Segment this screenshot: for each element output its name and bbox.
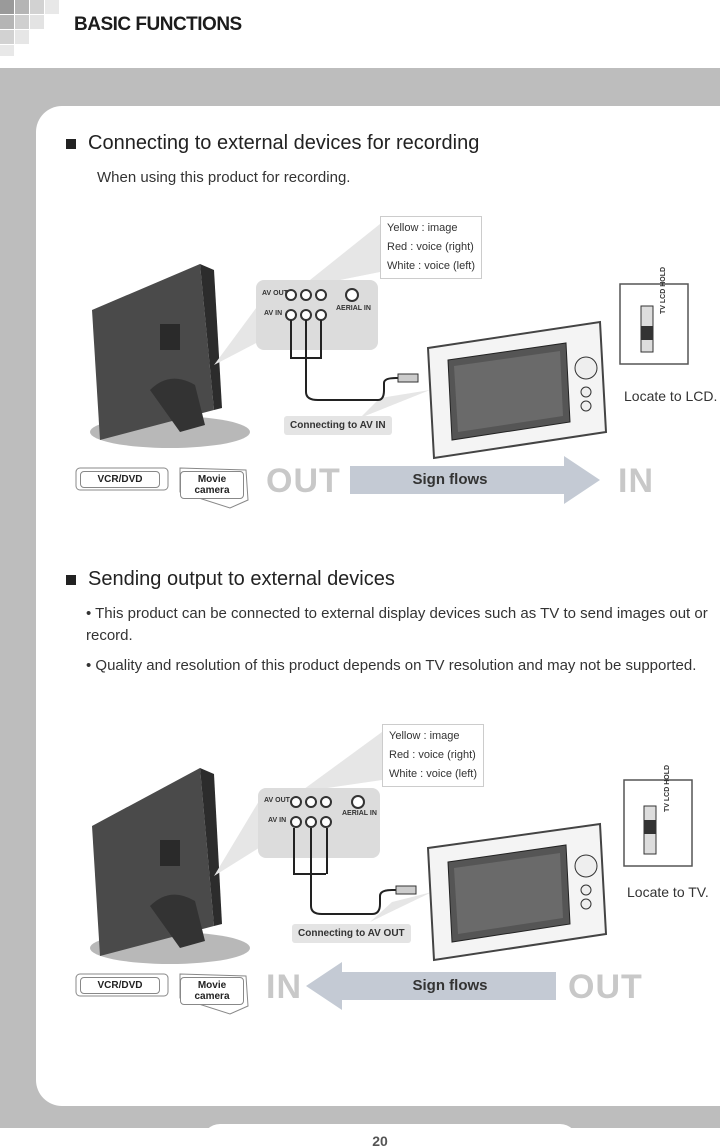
av-panel (258, 788, 380, 858)
av-out-label: AV OUT (264, 797, 290, 804)
av-in-label: AV IN (268, 817, 287, 824)
legend-white: White : voice (left) (387, 260, 476, 272)
vcr-dvd-tag: VCR/DVD (80, 977, 160, 994)
vcr-dvd-tag: VCR/DVD (80, 471, 160, 488)
corner-squares-decoration (0, 0, 59, 56)
movie-camera-tag: Movie camera (180, 471, 244, 499)
flow-arrow-left (306, 962, 556, 1010)
tv-stand-neck (150, 378, 205, 432)
flow-label: Sign flows (412, 977, 488, 994)
connect-label: Connecting to AV OUT (292, 924, 411, 943)
square-bullet-icon (66, 574, 76, 585)
legend-yellow: Yellow : image (389, 730, 460, 742)
flow-right-word: IN (618, 462, 654, 500)
section1-intro: When using this product for recording. (97, 169, 351, 186)
legend-red: Red : voice (right) (389, 749, 476, 761)
connect-label: Connecting to AV IN (284, 416, 392, 435)
page-header: BASIC FUNCTIONS (0, 0, 720, 68)
av-out-label: AV OUT (262, 290, 288, 297)
section2-bullet-1: • This product can be connected to exter… (86, 605, 708, 644)
switch-inset (623, 779, 693, 867)
header-title: BASIC FUNCTIONS (74, 14, 242, 35)
connection-diagram-2 (75, 732, 693, 1015)
flow-left-word: OUT (266, 462, 341, 500)
switch-inset (619, 283, 689, 365)
footer-tab (202, 1124, 578, 1148)
flow-right-word: OUT (568, 968, 643, 1006)
switch-label: TV LCD HOLD (664, 764, 671, 812)
section2-diagram: Yellow : image Red : voice (right) White… (0, 716, 720, 1026)
connection-diagram-1 (75, 224, 689, 509)
section1-diagram: Yellow : image Red : voice (right) White… (0, 200, 720, 530)
square-bullet-icon (66, 138, 76, 149)
movie-camera-tag: Movie camera (180, 977, 244, 1005)
section2-legend: Yellow : image Red : voice (right) White… (382, 724, 485, 787)
flow-arrow-right (350, 456, 600, 504)
section2-heading-text: Sending output to external devices (88, 568, 395, 590)
page-number: 20 (372, 1133, 388, 1148)
section1-heading-text: Connecting to external devices for recor… (88, 132, 480, 154)
flow-left-word: IN (266, 968, 302, 1006)
section2-heading: Sending output to external devices (66, 568, 395, 591)
switch-label: TV LCD HOLD (660, 266, 667, 314)
aerial-in-label: AERIAL IN (336, 305, 371, 312)
section2-bullet-2: • Quality and resolution of this product… (86, 657, 697, 674)
legend-yellow: Yellow : image (387, 222, 458, 234)
section1-legend: Yellow : image Red : voice (right) White… (380, 216, 483, 279)
section1-heading: Connecting to external devices for recor… (66, 132, 479, 155)
legend-red: Red : voice (right) (387, 241, 474, 253)
locate-text: Locate to LCD. (624, 388, 718, 404)
flow-label: Sign flows (412, 471, 488, 488)
av-in-label: AV IN (264, 310, 283, 317)
legend-white: White : voice (left) (389, 768, 478, 780)
aerial-in-label: AERIAL IN (342, 810, 377, 817)
tv-stand-neck (150, 894, 205, 948)
locate-text: Locate to TV. (627, 884, 709, 900)
